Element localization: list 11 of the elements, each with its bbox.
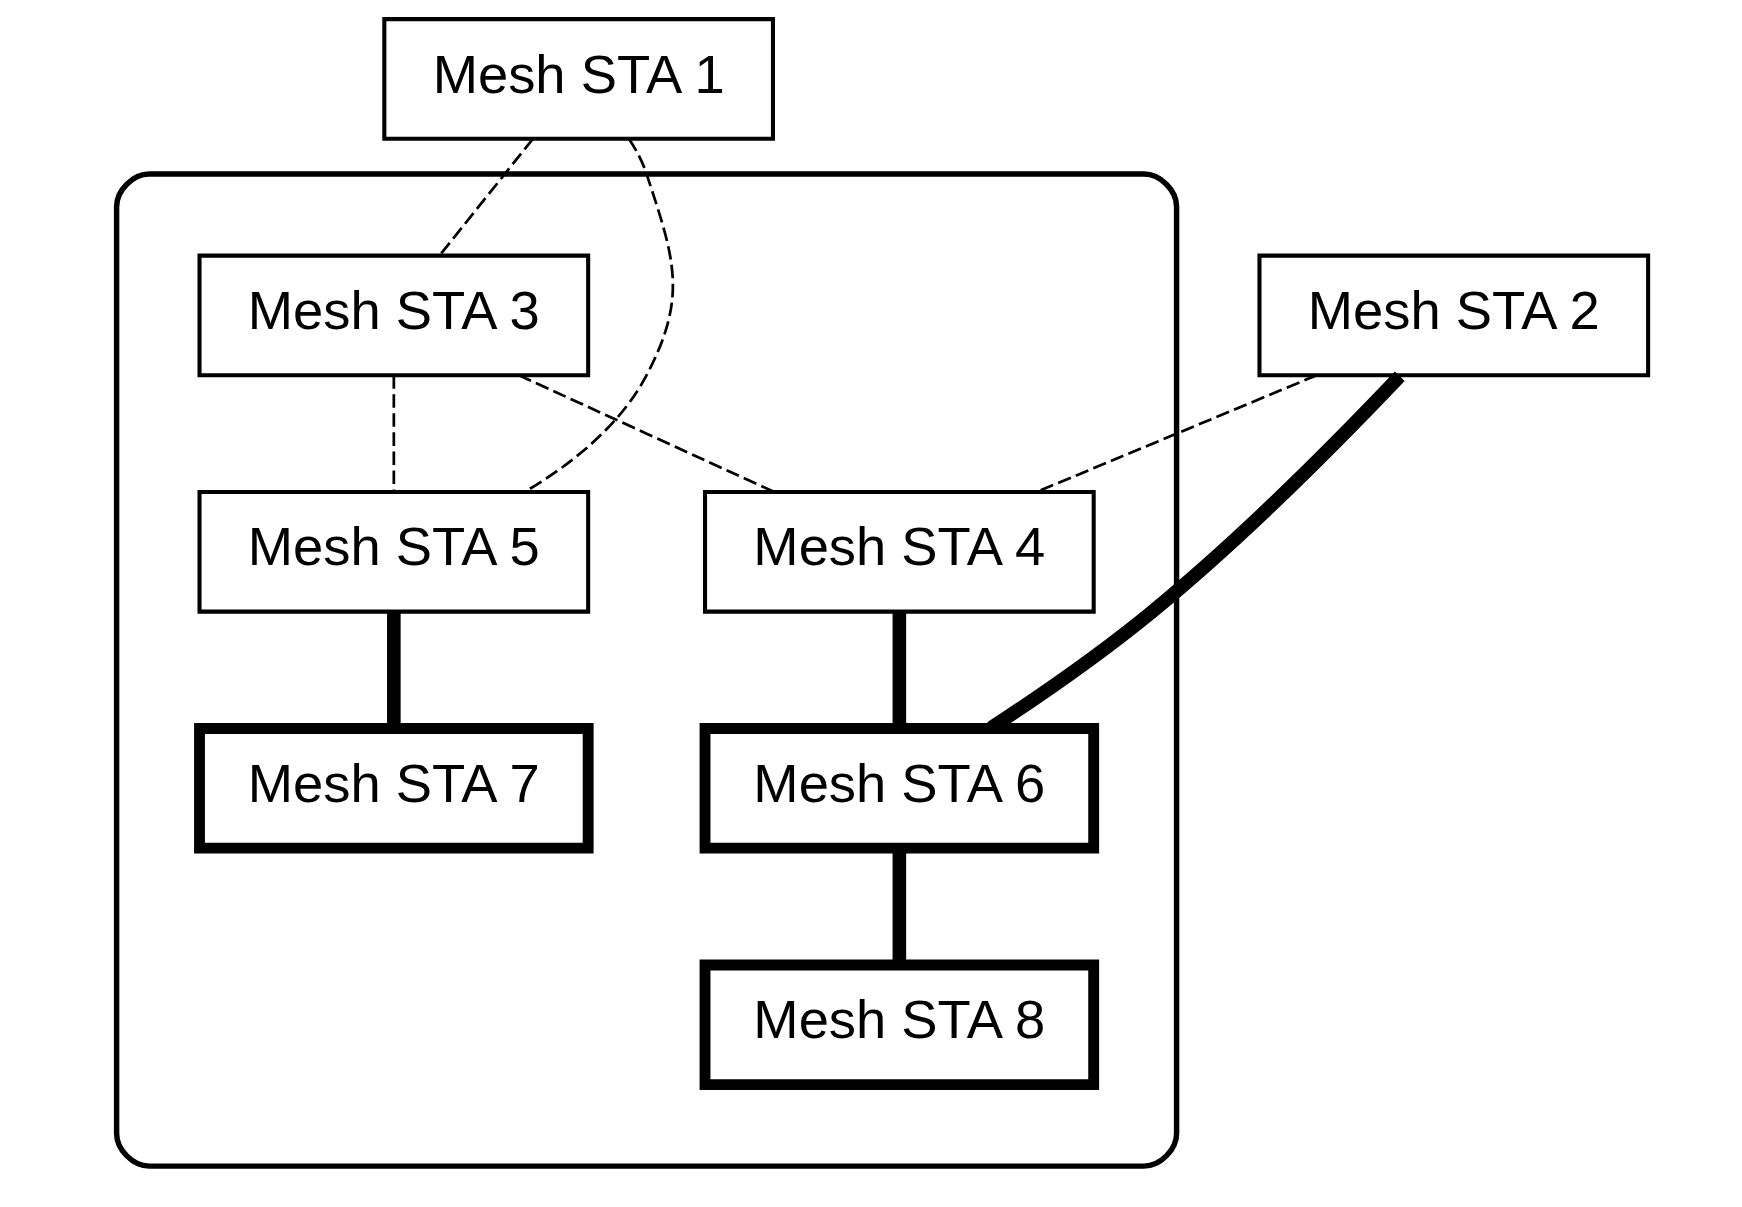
node-box: Mesh STA 5	[196, 490, 590, 614]
node-box: Mesh STA 8	[699, 959, 1099, 1090]
node-box: Mesh STA 7	[193, 723, 594, 854]
node-box: Mesh STA 4	[702, 490, 1096, 614]
node-box: Mesh STA 6	[699, 723, 1099, 854]
node-box: Mesh STA 3	[196, 253, 590, 378]
connector	[391, 375, 395, 492]
cluster	[113, 171, 1179, 1169]
node-box: Mesh STA 1	[381, 17, 775, 141]
node-box: Mesh STA 2	[1256, 253, 1650, 378]
connector	[438, 137, 534, 257]
